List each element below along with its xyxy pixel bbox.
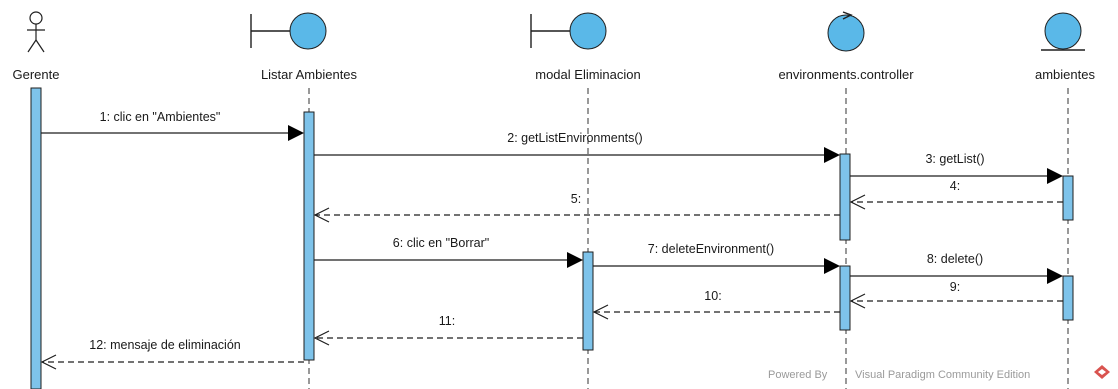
message-5-return[interactable]: 5: xyxy=(313,192,840,223)
actor-gerente[interactable]: Gerente xyxy=(13,11,60,82)
message-7[interactable]: 7: deleteEnvironment() xyxy=(593,242,840,274)
activation-controller-2 xyxy=(839,265,851,331)
message-label: 12: mensaje de eliminación xyxy=(89,338,241,352)
entity-icon xyxy=(1041,12,1085,51)
visual-paradigm-logo-icon xyxy=(1094,365,1110,379)
message-label: 4: xyxy=(950,179,960,193)
watermark: Powered By Visual Paradigm Community Edi… xyxy=(768,365,1110,381)
message-label: 10: xyxy=(704,289,721,303)
actor-icon xyxy=(27,11,45,53)
message-label: 2: getListEnvironments() xyxy=(507,131,642,145)
activation-controller-1 xyxy=(839,153,851,241)
watermark-prefix: Powered By xyxy=(768,369,828,381)
message-label: 1: clic en "Ambientes" xyxy=(100,110,221,124)
boundary-icon xyxy=(530,12,607,50)
message-11-return[interactable]: 11: xyxy=(313,314,583,346)
watermark-product: Visual Paradigm Community Edition xyxy=(855,369,1030,381)
participant-label-environments-controller: environments.controller xyxy=(778,67,914,82)
activation-ambientes-1 xyxy=(1062,175,1074,221)
message-label: 3: getList() xyxy=(925,152,984,166)
message-3[interactable]: 3: getList() xyxy=(850,152,1063,184)
participant-label-ambientes: ambientes xyxy=(1035,67,1095,82)
activation-gerente xyxy=(30,87,42,389)
message-9-return[interactable]: 9: xyxy=(849,280,1063,309)
message-label: 5: xyxy=(571,192,581,206)
message-label: 8: delete() xyxy=(927,252,983,266)
message-1[interactable]: 1: clic en "Ambientes" xyxy=(41,110,304,141)
message-12-return[interactable]: 12: mensaje de eliminación xyxy=(40,338,304,370)
participant-label-gerente: Gerente xyxy=(13,67,60,82)
activation-ambientes-2 xyxy=(1062,275,1074,321)
message-6[interactable]: 6: clic en "Borrar" xyxy=(314,236,583,268)
message-label: 7: deleteEnvironment() xyxy=(648,242,774,256)
boundary-icon xyxy=(250,12,327,50)
message-8[interactable]: 8: delete() xyxy=(850,252,1063,284)
entity-ambientes[interactable]: ambientes xyxy=(1035,12,1095,82)
participant-label-modal-eliminacion: modal Eliminacion xyxy=(535,67,641,82)
message-label: 11: xyxy=(439,314,455,328)
control-icon xyxy=(827,11,865,52)
activation-modal-eliminacion xyxy=(582,251,594,351)
message-label: 9: xyxy=(950,280,960,294)
control-environments-controller[interactable]: environments.controller xyxy=(778,11,914,82)
message-label: 6: clic en "Borrar" xyxy=(393,236,489,250)
message-4-return[interactable]: 4: xyxy=(849,179,1063,210)
activation-listar-ambientes xyxy=(303,111,315,361)
participant-label-listar-ambientes: Listar Ambientes xyxy=(261,67,358,82)
boundary-listar-ambientes[interactable]: Listar Ambientes xyxy=(250,12,358,82)
message-2[interactable]: 2: getListEnvironments() xyxy=(314,131,840,163)
message-10-return[interactable]: 10: xyxy=(592,289,840,320)
boundary-modal-eliminacion[interactable]: modal Eliminacion xyxy=(530,12,641,82)
